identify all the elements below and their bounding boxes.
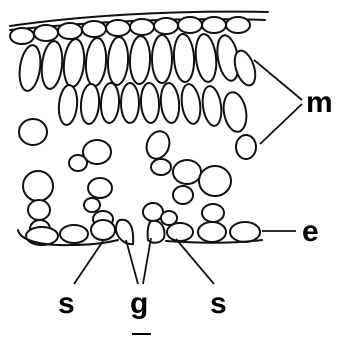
subsidiary-cell-label-left: s	[58, 287, 75, 320]
guard-cells	[116, 220, 164, 244]
guard-leader-right	[143, 238, 151, 284]
guard-leader-left	[126, 240, 138, 284]
guard-cell-label: g	[130, 287, 148, 320]
mesophyll-leader-lower	[260, 104, 302, 144]
subsidiary-leader-left	[74, 241, 103, 284]
epidermis-label: e	[302, 215, 319, 248]
subsidiary-leader-right	[176, 239, 214, 284]
palisade-cells-row-1	[17, 33, 259, 92]
mesophyll-leader-upper	[254, 60, 302, 100]
lower-epidermis-cells	[26, 220, 260, 245]
mesophyll-label: m	[306, 86, 333, 119]
subsidiary-cell-label-right: s	[210, 287, 227, 320]
